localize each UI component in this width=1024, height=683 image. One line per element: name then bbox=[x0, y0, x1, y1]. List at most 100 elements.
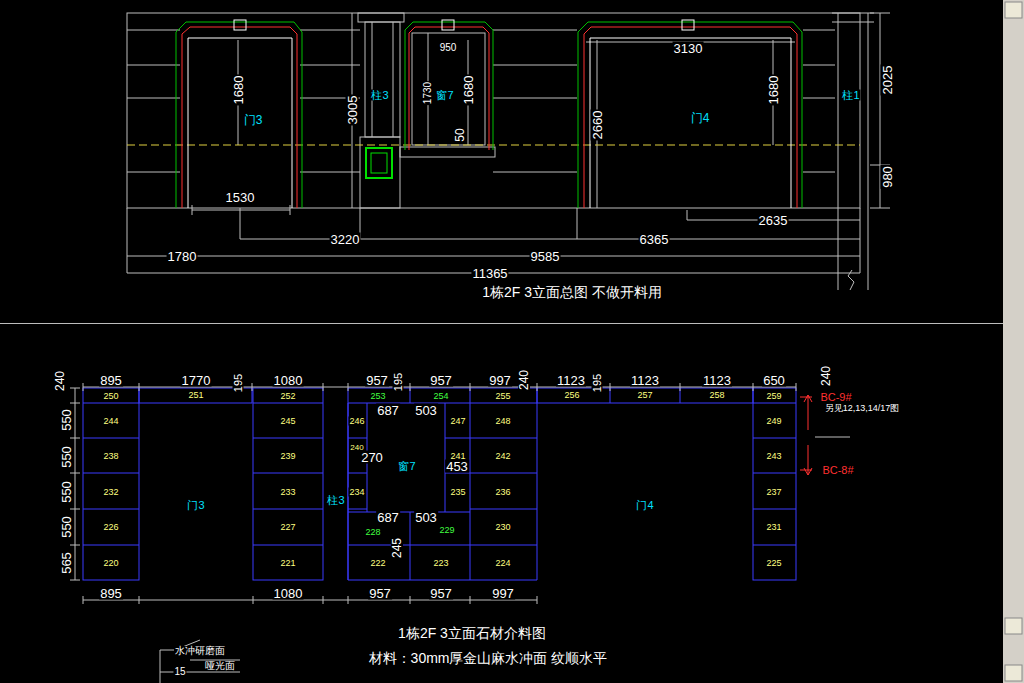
dimension-text: 565 bbox=[60, 551, 73, 575]
drawing-label: 254 bbox=[432, 392, 449, 401]
drawing-label: 249 bbox=[765, 417, 782, 426]
drawing-label: 1530 bbox=[225, 191, 256, 204]
drawing-label: 258 bbox=[708, 391, 725, 400]
drawing-label: 239 bbox=[279, 452, 296, 461]
drawing-label: 687 bbox=[376, 511, 400, 524]
dimension-text: 1680 bbox=[232, 75, 245, 106]
drawing-label: 15 bbox=[173, 667, 186, 677]
drawing-label: 1123 bbox=[630, 374, 660, 387]
drawing-label: 229 bbox=[438, 526, 455, 535]
drawing-label: 230 bbox=[494, 523, 511, 532]
drawing-label: 门4 bbox=[690, 112, 711, 124]
drawing-label: 3130 bbox=[673, 42, 704, 55]
drawing-label: 227 bbox=[279, 523, 296, 532]
drawing-label: 237 bbox=[765, 488, 782, 497]
drawing-label: 1080 bbox=[273, 587, 304, 600]
drawing-label: 226 bbox=[102, 523, 119, 532]
drawing-label: 哑光面 bbox=[204, 661, 236, 671]
drawing-label: 235 bbox=[449, 488, 466, 497]
dimension-text: 240 bbox=[54, 370, 66, 392]
drawing-label: BC-8# bbox=[821, 465, 854, 476]
drawing-label: 234 bbox=[348, 488, 365, 497]
dimension-text: 2025 bbox=[881, 65, 894, 96]
drawing-label: 3220 bbox=[330, 233, 361, 246]
dimension-text: 240 bbox=[820, 365, 832, 387]
dimension-text: 550 bbox=[60, 515, 73, 539]
drawing-label: 503 bbox=[414, 511, 438, 524]
drawing-label: 247 bbox=[449, 417, 466, 426]
drawing-label: 柱1 bbox=[841, 90, 860, 101]
drawing-label: 门4 bbox=[635, 500, 654, 511]
dimension-text: 550 bbox=[60, 408, 73, 432]
dimension-text: 1730 bbox=[423, 81, 433, 105]
drawing-label: 1770 bbox=[181, 374, 212, 387]
drawing-label: 246 bbox=[348, 417, 365, 426]
dimension-text: 3005 bbox=[346, 95, 359, 126]
drawing-label: 957 bbox=[365, 374, 389, 387]
dimension-text: 550 bbox=[60, 480, 73, 504]
drawing-label: 222 bbox=[369, 559, 386, 568]
dimension-text: 1680 bbox=[767, 75, 780, 106]
drawing-label: 270 bbox=[360, 451, 384, 464]
dimension-text: 2660 bbox=[591, 110, 604, 141]
drawing-label: 997 bbox=[491, 587, 515, 600]
drawing-label: 1123 bbox=[556, 374, 586, 387]
drawing-label: 水冲研磨面 bbox=[174, 646, 226, 656]
drawing-label: 231 bbox=[765, 523, 782, 532]
drawing-label: 233 bbox=[279, 488, 296, 497]
drawing-label: 895 bbox=[99, 587, 123, 600]
drawing-label: 259 bbox=[765, 392, 782, 401]
drawing-label: 门3 bbox=[186, 500, 205, 511]
drawing-label: 柱3 bbox=[370, 90, 389, 101]
drawing-label: 另见12,13,14/17图 bbox=[824, 404, 901, 413]
drawing-label: 957 bbox=[368, 587, 392, 600]
dimension-text: 550 bbox=[60, 445, 73, 469]
drawing-label: 221 bbox=[279, 559, 296, 568]
drawing-label: 6365 bbox=[639, 233, 670, 246]
drawing-label: 2635 bbox=[758, 214, 789, 227]
drawing-label: 238 bbox=[102, 452, 119, 461]
dimension-text: 240 bbox=[518, 369, 530, 391]
drawing-label: 223 bbox=[432, 559, 449, 568]
drawing-label: 224 bbox=[494, 559, 511, 568]
drawing-label: 材料：30mm厚金山麻水冲面 纹顺水平 bbox=[368, 651, 609, 665]
drawing-label: 232 bbox=[102, 488, 119, 497]
drawing-label: 503 bbox=[414, 404, 438, 417]
drawing-label: 225 bbox=[765, 559, 782, 568]
drawing-label: 243 bbox=[765, 452, 782, 461]
dimension-text: 50 bbox=[454, 127, 466, 142]
drawing-label: 687 bbox=[376, 404, 400, 417]
drawing-label: 236 bbox=[494, 488, 511, 497]
drawing-label: 窗7 bbox=[435, 90, 454, 101]
drawing-label: 957 bbox=[429, 587, 453, 600]
drawing-label: 窗7 bbox=[397, 461, 416, 472]
dimension-text: 980 bbox=[881, 165, 894, 189]
drawing-label: 895 bbox=[99, 374, 123, 387]
drawing-label: 1栋2F 3立面石材介料图 bbox=[397, 626, 547, 640]
drawing-label: 228 bbox=[364, 528, 381, 537]
drawing-label: 950 bbox=[439, 43, 458, 53]
drawing-label: 1780 bbox=[167, 250, 198, 263]
drawing-label: 250 bbox=[102, 392, 119, 401]
drawing-label: 252 bbox=[279, 392, 296, 401]
dimension-text: 195 bbox=[393, 372, 404, 392]
drawing-label: 244 bbox=[102, 417, 119, 426]
dimension-text: 195 bbox=[592, 373, 603, 393]
drawing-label: 245 bbox=[279, 417, 296, 426]
drawing-label: 1080 bbox=[273, 374, 304, 387]
drawing-label: 门3 bbox=[243, 114, 264, 126]
drawing-label: 256 bbox=[563, 391, 580, 400]
drawing-label: 柱3 bbox=[326, 495, 345, 506]
dimension-text: 195 bbox=[233, 373, 244, 393]
drawing-label: 9585 bbox=[530, 250, 561, 263]
drawing-label: 248 bbox=[494, 417, 511, 426]
drawing-label: 253 bbox=[369, 392, 386, 401]
drawing-label: 650 bbox=[762, 374, 786, 387]
dimension-text: 245 bbox=[391, 537, 403, 559]
dimension-text: 1680 bbox=[462, 75, 475, 106]
drawing-label: 255 bbox=[494, 392, 511, 401]
drawing-label: 997 bbox=[488, 374, 512, 387]
drawing-label: 257 bbox=[636, 391, 653, 400]
